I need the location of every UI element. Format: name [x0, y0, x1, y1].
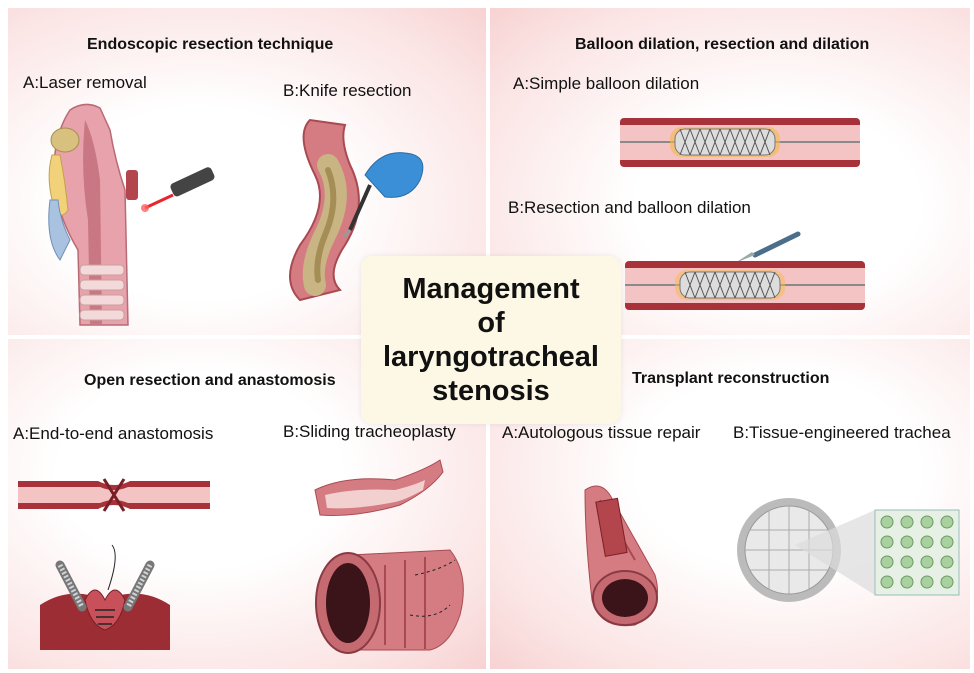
endoscopic-title: Endoscopic resection technique: [87, 36, 333, 54]
laser-device-icon: [135, 170, 225, 215]
end-to-end-label: A:End-to-end anastomosis: [13, 424, 213, 444]
larynx-illustration: [40, 100, 150, 325]
resection-balloon-label: B:Resection and balloon dilation: [508, 198, 751, 218]
sliding-tracheoplasty-tube: [310, 545, 475, 660]
center-title-line-4: stenosis: [432, 374, 550, 408]
end-to-end-vessel: [18, 475, 210, 515]
autologous-repair-trachea: [580, 480, 670, 630]
simple-balloon-label: A:Simple balloon dilation: [513, 74, 699, 94]
open-resection-title: Open resection and anastomosis: [84, 372, 336, 390]
simple-balloon-vessel: [620, 115, 860, 170]
laser-removal-label: A:Laser removal: [23, 73, 147, 93]
sliding-tracheoplasty-top: [315, 460, 445, 520]
tissue-engineered-label: B:Tissue-engineered trachea: [733, 423, 951, 443]
anastomosis-surgery: [40, 545, 170, 650]
balloon-title: Balloon dilation, resection and dilation: [575, 36, 869, 54]
center-title-box: Management of laryngotracheal stenosis: [361, 256, 621, 424]
tissue-engineered-scaffold: [735, 495, 965, 605]
transplant-title: Transplant reconstruction: [632, 370, 829, 388]
knife-resection-label: B:Knife resection: [283, 81, 412, 101]
resection-balloon-vessel: [625, 258, 865, 313]
center-title-line-3: laryngotracheal: [383, 340, 599, 374]
center-title-line-2: of: [477, 306, 504, 340]
center-title-line-1: Management: [402, 272, 579, 306]
sliding-tracheoplasty-label: B:Sliding tracheoplasty: [283, 422, 456, 442]
autologous-repair-label: A:Autologous tissue repair: [502, 423, 700, 443]
